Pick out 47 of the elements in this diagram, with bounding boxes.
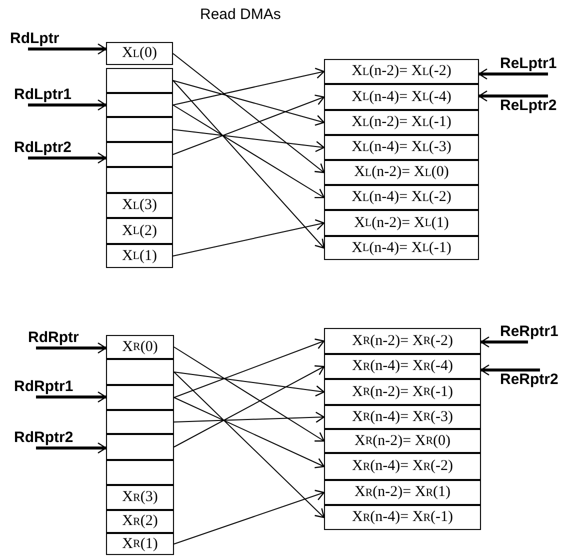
arrow [36, 391, 107, 403]
buffer-cell [106, 142, 173, 167]
arrow [174, 372, 325, 396]
pointer-label: RdLptr1 [14, 86, 72, 104]
arrow [28, 99, 107, 111]
buffer-cell [106, 359, 174, 385]
buffer-cell [106, 460, 174, 485]
arrow [36, 442, 107, 454]
arrow [172, 80, 325, 126]
buffer-cell [106, 117, 173, 142]
arrow [28, 43, 107, 55]
pointer-label: RdRptr1 [14, 378, 74, 396]
pointer-label: RdRptr [28, 329, 79, 347]
buffer-cell [106, 434, 174, 460]
pointer-label: RdLptr [10, 30, 60, 48]
arrow [480, 364, 540, 376]
arrow [174, 372, 325, 518]
pointer-label: ReRptr2 [500, 371, 558, 389]
pointer-label: RdLptr2 [14, 139, 72, 157]
buffer-cell [106, 410, 174, 434]
arrow [172, 53, 325, 174]
arrow [174, 346, 325, 442]
arrow [174, 412, 325, 423]
buffer-cell [106, 167, 173, 193]
pointer-label: ReLptr1 [500, 55, 557, 73]
arrow [478, 68, 548, 80]
buffer-cell [106, 68, 173, 93]
diagram-title: Read DMAs [200, 6, 281, 24]
pointer-label: RdRptr2 [14, 429, 74, 447]
arrow [480, 336, 528, 348]
arrow [172, 80, 325, 249]
buffer-cell [106, 385, 174, 410]
pointer-label: ReLptr2 [500, 97, 557, 115]
arrow [172, 94, 325, 155]
arrow [172, 68, 325, 106]
pointer-label: ReRptr1 [500, 323, 558, 341]
arrow [478, 90, 548, 102]
arrow [174, 365, 325, 448]
arrow [172, 219, 325, 256]
arrow [28, 152, 107, 164]
arrow [172, 104, 325, 198]
arrow [174, 338, 325, 398]
arrow [36, 342, 107, 354]
buffer-cell [106, 93, 173, 117]
arrow [174, 490, 325, 544]
arrow [174, 397, 325, 468]
arrow [172, 129, 325, 152]
